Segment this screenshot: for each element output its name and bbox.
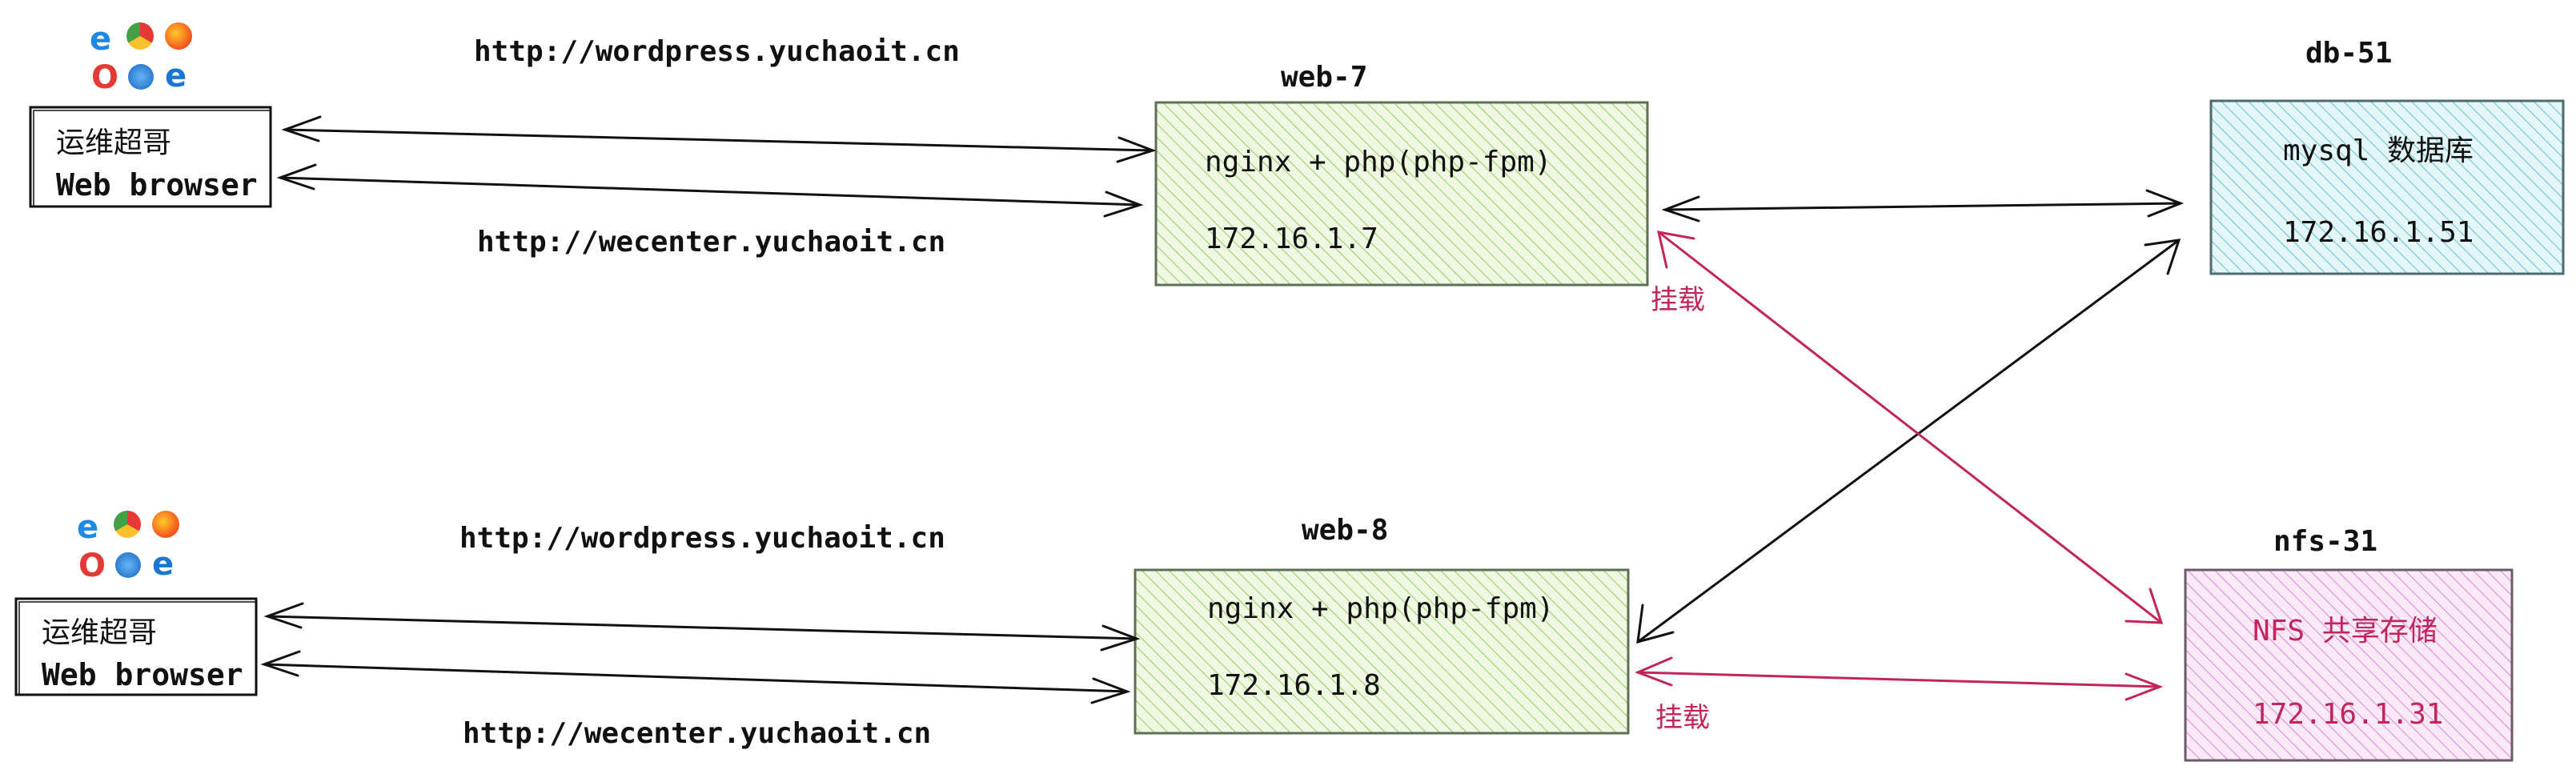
arrows-web-db (1636, 189, 2185, 644)
edge-icon: e (165, 58, 187, 94)
opera-icon: O (91, 59, 119, 96)
url-top-wordpress: http://wordpress.yuchaoit.cn (474, 35, 960, 68)
server-nfs31-name: nfs-31 (2273, 525, 2377, 558)
firefox-icon (165, 22, 192, 50)
opera-icon: O (78, 547, 106, 584)
server-nfs31-ip: 172.16.1.31 (2253, 698, 2443, 731)
server-nfs31-service: NFS 共享存储 (2253, 615, 2438, 648)
server-web8: web-8 nginx + php(php-fpm) 172.16.1.8 (1134, 514, 1630, 735)
arrow-bottom-1 (266, 615, 1138, 640)
chrome-icon (114, 511, 141, 538)
arrow-web7-nfs (1657, 231, 2163, 624)
edge-icon: e (152, 546, 175, 583)
mount-label-web7: 挂载 (1651, 284, 1705, 316)
safari-icon (128, 64, 154, 90)
url-bottom-wecenter: http://wecenter.yuchaoit.cn (463, 717, 931, 750)
server-db51-name: db-51 (2305, 37, 2392, 70)
arrow-web7-db (1663, 202, 2182, 211)
server-web7-name: web-7 (1281, 61, 1367, 94)
chrome-icon (126, 22, 154, 50)
arrow-top-1 (283, 128, 1154, 152)
browser-icons-top: e O e (85, 19, 205, 99)
server-db51-service: mysql 数据库 (2283, 134, 2474, 167)
server-db51-ip: 172.16.1.51 (2283, 216, 2474, 249)
browser-icons-bottom: e O e (72, 507, 192, 588)
arrow-web8-db (1636, 239, 2181, 644)
mount-label-web8: 挂载 (1655, 702, 1710, 734)
arrows-client-web (260, 115, 1157, 704)
arrow-web8-nfs (1636, 671, 2161, 688)
server-web8-service: nginx + php(php-fpm) (1207, 592, 1554, 625)
server-web8-ip: 172.16.1.8 (1207, 669, 1381, 702)
client-top-line2: Web browser (56, 167, 258, 203)
client-top: 运维超哥 Web browser (29, 106, 272, 208)
arrow-bottom-2 (263, 663, 1129, 693)
ie-icon: e (77, 509, 99, 546)
arrows-web-nfs (1635, 231, 2164, 701)
firefox-icon (152, 511, 179, 538)
client-top-line1: 运维超哥 (56, 126, 171, 159)
arrow-top-2 (279, 176, 1142, 207)
server-web7-service: nginx + php(php-fpm) (1205, 146, 1551, 178)
ie-icon: e (90, 21, 112, 58)
server-web7: web-7 nginx + php(php-fpm) 172.16.1.7 (1154, 61, 1649, 287)
client-bottom-line2: Web browser (42, 657, 243, 692)
url-top-wecenter: http://wecenter.yuchaoit.cn (477, 226, 945, 259)
server-nfs31: nfs-31 NFS 共享存储 172.16.1.31 (2184, 525, 2514, 762)
safari-icon (115, 552, 141, 578)
client-bottom: 运维超哥 Web browser (14, 597, 258, 696)
server-db51: db-51 mysql 数据库 172.16.1.51 (2209, 37, 2565, 275)
url-bottom-wordpress: http://wordpress.yuchaoit.cn (459, 522, 945, 555)
server-web7-ip: 172.16.1.7 (1205, 223, 1378, 255)
server-web8-name: web-8 (1302, 514, 1388, 547)
client-bottom-line1: 运维超哥 (42, 616, 157, 649)
